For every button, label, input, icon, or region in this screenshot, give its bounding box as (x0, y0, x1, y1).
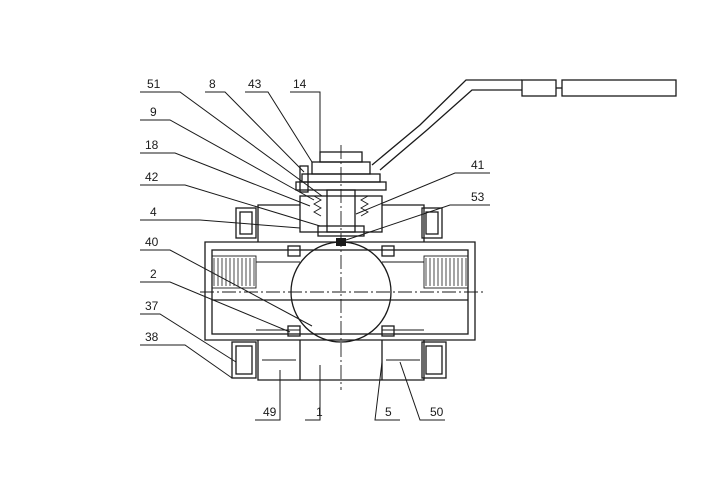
bolts (231, 207, 447, 379)
label-38: 38 (145, 330, 159, 344)
label-4: 4 (150, 205, 157, 219)
label-14: 14 (293, 77, 307, 91)
label-37: 37 (145, 299, 159, 313)
stem-assembly (295, 145, 387, 390)
label-49: 49 (263, 405, 277, 419)
label-51: 51 (147, 77, 161, 91)
label-50: 50 (430, 405, 444, 419)
bottom-pad (257, 340, 425, 381)
label-9: 9 (150, 105, 157, 119)
label-2: 2 (150, 267, 157, 281)
label-53: 53 (471, 190, 485, 204)
label-18: 18 (145, 138, 159, 152)
label-42: 42 (145, 170, 159, 184)
label-8: 8 (209, 77, 216, 91)
label-1: 1 (316, 405, 323, 419)
label-5: 5 (385, 405, 392, 419)
leader-lines (140, 91, 490, 421)
label-41: 41 (471, 158, 485, 172)
callout-labels: 51 8 43 14 9 18 42 4 40 2 37 38 41 53 49… (145, 77, 485, 419)
label-43: 43 (248, 77, 262, 91)
handle-lever (371, 79, 677, 171)
valve-body (200, 241, 484, 341)
label-40: 40 (145, 235, 159, 249)
